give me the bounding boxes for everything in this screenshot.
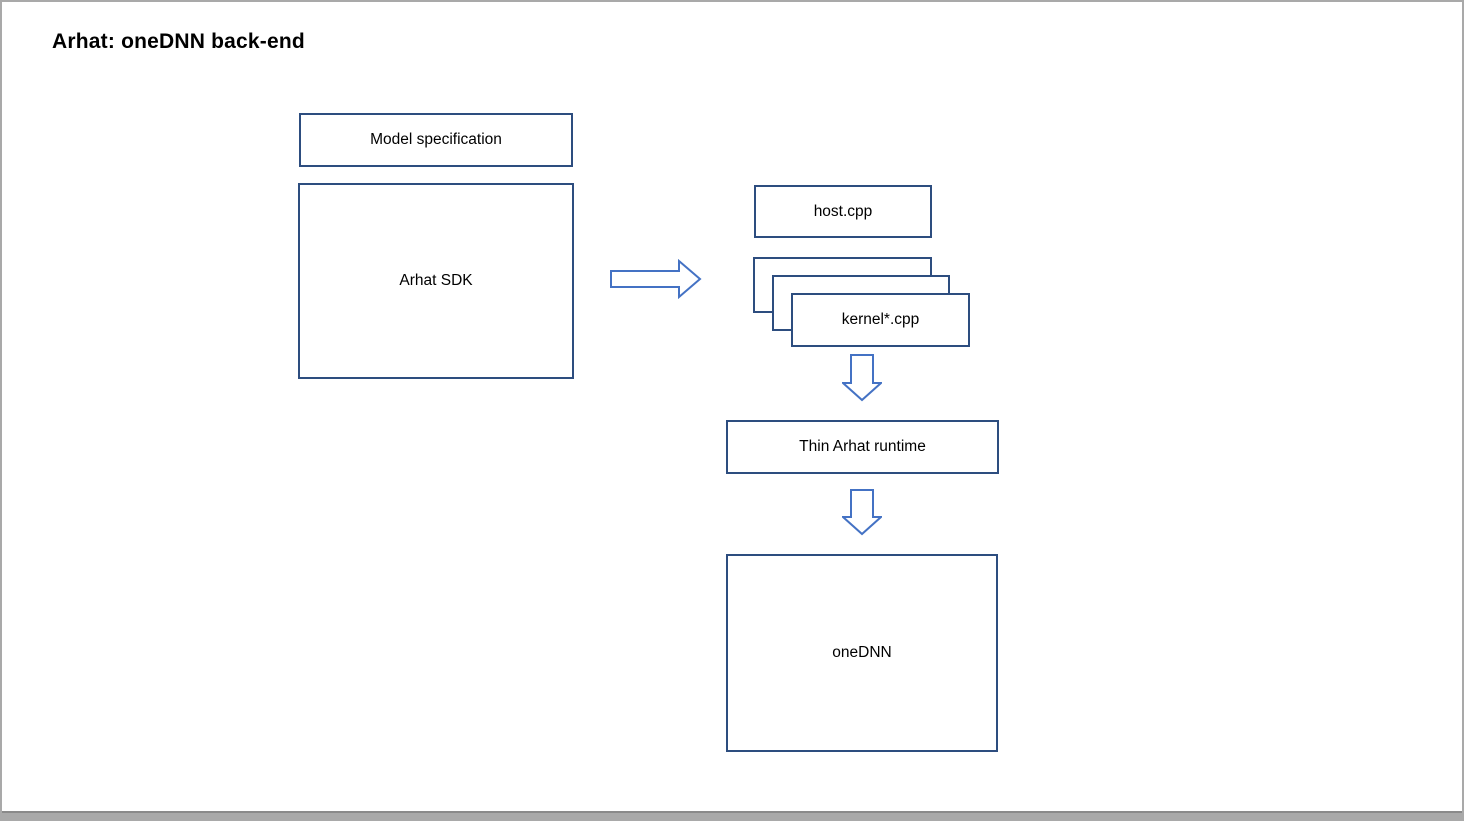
node-onednn-label: oneDNN — [832, 644, 892, 661]
node-arhat-sdk-label: Arhat SDK — [399, 272, 473, 289]
node-host-cpp-label: host.cpp — [813, 202, 873, 220]
arrow-right-icon — [610, 259, 702, 299]
slide-title: Arhat: oneDNN back-end — [52, 30, 305, 53]
bottom-edge-bar — [2, 811, 1462, 819]
node-host-cpp: host.cpp — [754, 185, 932, 238]
node-model-specification-label: Model specification — [370, 131, 502, 148]
arrow-down-icon — [842, 489, 882, 536]
arrow-down-icon — [842, 354, 882, 402]
node-thin-arhat-runtime: Thin Arhat runtime — [726, 420, 999, 474]
node-model-specification: Model specification — [299, 113, 573, 167]
node-kernel-cpp: kernel*.cpp — [791, 293, 970, 347]
node-onednn: oneDNN — [726, 554, 998, 752]
node-kernel-cpp-label: kernel*.cpp — [841, 311, 920, 328]
node-thin-arhat-runtime-label: Thin Arhat runtime — [799, 438, 926, 455]
node-arhat-sdk: Arhat SDK — [298, 183, 574, 379]
